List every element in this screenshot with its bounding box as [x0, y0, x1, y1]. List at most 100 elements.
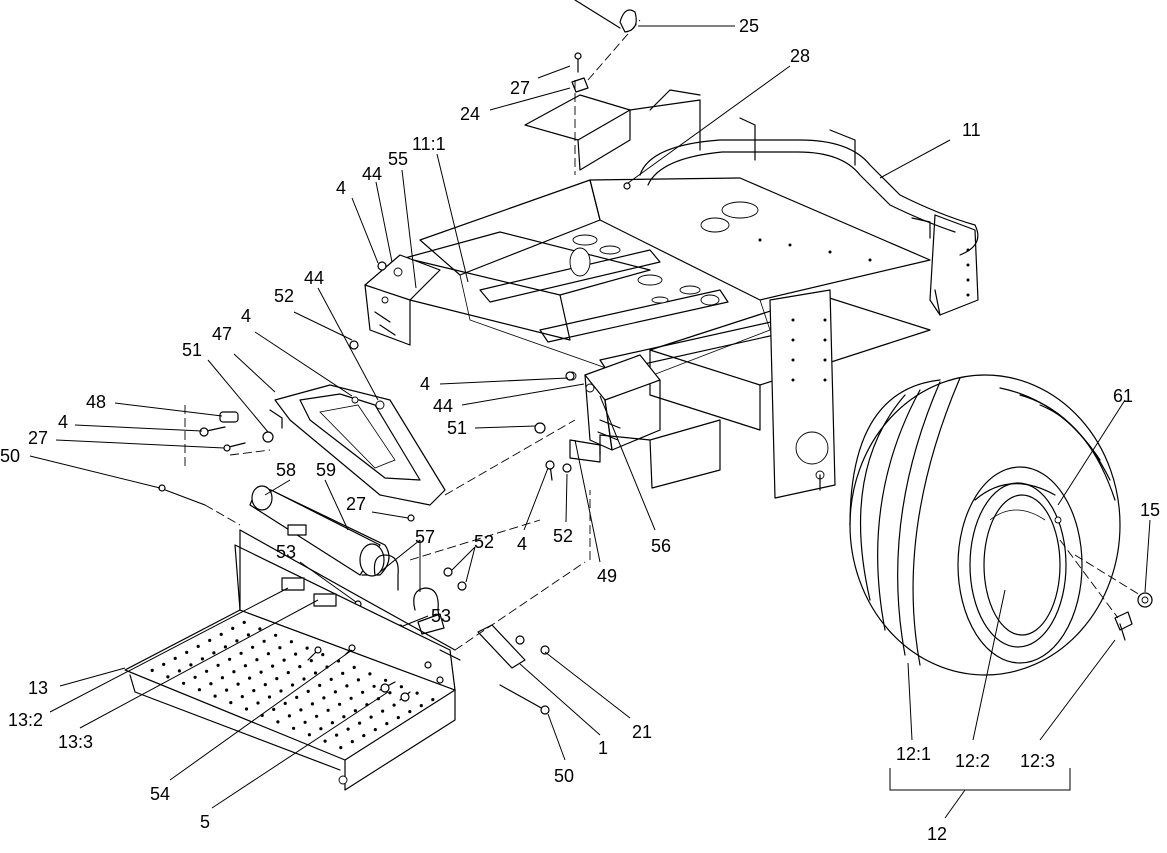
- callout-labels: 25 28 27 24 11:1 55 44 4 11 44 52 4 47 5…: [0, 16, 1160, 844]
- plate-hole: [256, 701, 260, 705]
- plate-hole: [259, 670, 263, 674]
- callout-44-center: 44: [433, 396, 453, 416]
- assembly-lines: [184, 19, 1141, 651]
- callout-54: 54: [150, 784, 170, 804]
- plate-hole: [322, 696, 326, 700]
- plate-hole: [333, 690, 337, 694]
- plate-hole: [193, 675, 197, 679]
- callout-50-bottom: 50: [554, 766, 574, 786]
- plate-hole: [287, 714, 291, 718]
- plate-hole: [369, 715, 373, 719]
- plate-hole: [306, 689, 310, 694]
- callout-61: 61: [1113, 386, 1133, 406]
- plate-hole: [381, 709, 385, 713]
- plate-hole: [182, 681, 186, 685]
- callout-51-left: 51: [182, 340, 202, 360]
- callout-57: 57: [415, 527, 435, 547]
- callout-44-mid: 44: [304, 268, 324, 288]
- plate-hole: [266, 652, 270, 656]
- callout-11-1: 11:1: [412, 134, 446, 154]
- plate-hole: [236, 682, 240, 686]
- plate-hole: [177, 669, 181, 673]
- plate-hole: [173, 656, 177, 661]
- plate-hole: [419, 704, 423, 708]
- plate-hole: [246, 633, 250, 637]
- plate-hole: [197, 688, 201, 692]
- callout-13-3: 13:3: [58, 732, 93, 752]
- plate-hole: [303, 720, 307, 724]
- plate-hole: [231, 626, 235, 631]
- callout-27-top: 27: [510, 78, 530, 98]
- callout-4-mid: 4: [241, 306, 251, 326]
- plate-hole: [310, 702, 314, 706]
- plate-hole: [315, 714, 319, 718]
- callout-53-right: 53: [431, 606, 451, 626]
- plate-hole: [298, 665, 302, 669]
- plate-hole: [384, 678, 388, 682]
- plate-hole: [338, 702, 342, 706]
- plate-hole: [392, 703, 396, 707]
- plate-hole: [223, 645, 227, 649]
- callout-4-top: 4: [336, 178, 346, 198]
- callout-13-2: 13:2: [8, 710, 43, 730]
- plate-hole: [208, 638, 212, 643]
- plate-hole: [372, 684, 376, 688]
- callout-11: 11: [962, 120, 981, 140]
- plate-hole: [305, 646, 309, 650]
- plate-hole: [349, 696, 353, 700]
- plate-hole: [255, 658, 259, 662]
- main-frame: [404, 89, 979, 499]
- plate-hole: [228, 657, 232, 661]
- plate-hole: [166, 675, 170, 679]
- plate-hole: [329, 677, 333, 682]
- plate-hole: [318, 683, 322, 688]
- plate-hole: [294, 652, 298, 656]
- callout-28: 28: [790, 46, 810, 66]
- plate-hole: [232, 670, 236, 674]
- plate-hole: [431, 698, 435, 702]
- plate-hole: [335, 733, 339, 737]
- plate-hole: [342, 715, 346, 719]
- callout-4-left: 4: [58, 412, 68, 432]
- plate-hole: [396, 716, 400, 720]
- plate-hole: [205, 669, 209, 673]
- plate-hole: [282, 658, 286, 662]
- callout-51-center: 51: [447, 418, 467, 438]
- plate-hole: [262, 639, 266, 643]
- wheel-assembly: [849, 374, 1121, 676]
- callout-21: 21: [632, 722, 652, 742]
- plate-hole: [235, 639, 239, 643]
- plate-hole: [292, 726, 296, 730]
- plate-hole: [323, 739, 327, 743]
- callout-52-lower: 52: [553, 526, 573, 546]
- plate-hole: [209, 682, 213, 686]
- frame-slots: [569, 201, 759, 306]
- plate-hole: [162, 662, 166, 667]
- plate-hole: [353, 709, 357, 713]
- plate-hole: [313, 671, 318, 675]
- callout-58: 58: [276, 460, 296, 480]
- plate-hole: [319, 727, 323, 731]
- callout-4-lower: 4: [517, 534, 527, 554]
- plate-hole: [341, 671, 345, 676]
- callout-4-center: 4: [420, 374, 430, 394]
- callout-12-3: 12:3: [1020, 751, 1055, 771]
- plate-hole: [251, 645, 255, 649]
- plate-hole: [271, 664, 275, 668]
- foot-plate: [124, 529, 550, 791]
- callout-48: 48: [86, 392, 106, 412]
- callout-12-2: 12:2: [955, 751, 990, 771]
- callout-59: 59: [316, 460, 336, 480]
- callout-12: 12: [927, 824, 947, 844]
- callout-13: 13: [28, 678, 48, 698]
- plate-hole: [243, 664, 247, 668]
- right-bracket-assembly: [567, 354, 661, 463]
- plate-hole: [373, 728, 377, 732]
- callout-27-center: 27: [346, 494, 366, 514]
- callout-25: 25: [739, 16, 759, 36]
- plate-hole: [307, 733, 311, 737]
- callout-52-top: 52: [274, 286, 294, 306]
- callout-5: 5: [200, 812, 210, 832]
- plate-hole: [385, 722, 389, 726]
